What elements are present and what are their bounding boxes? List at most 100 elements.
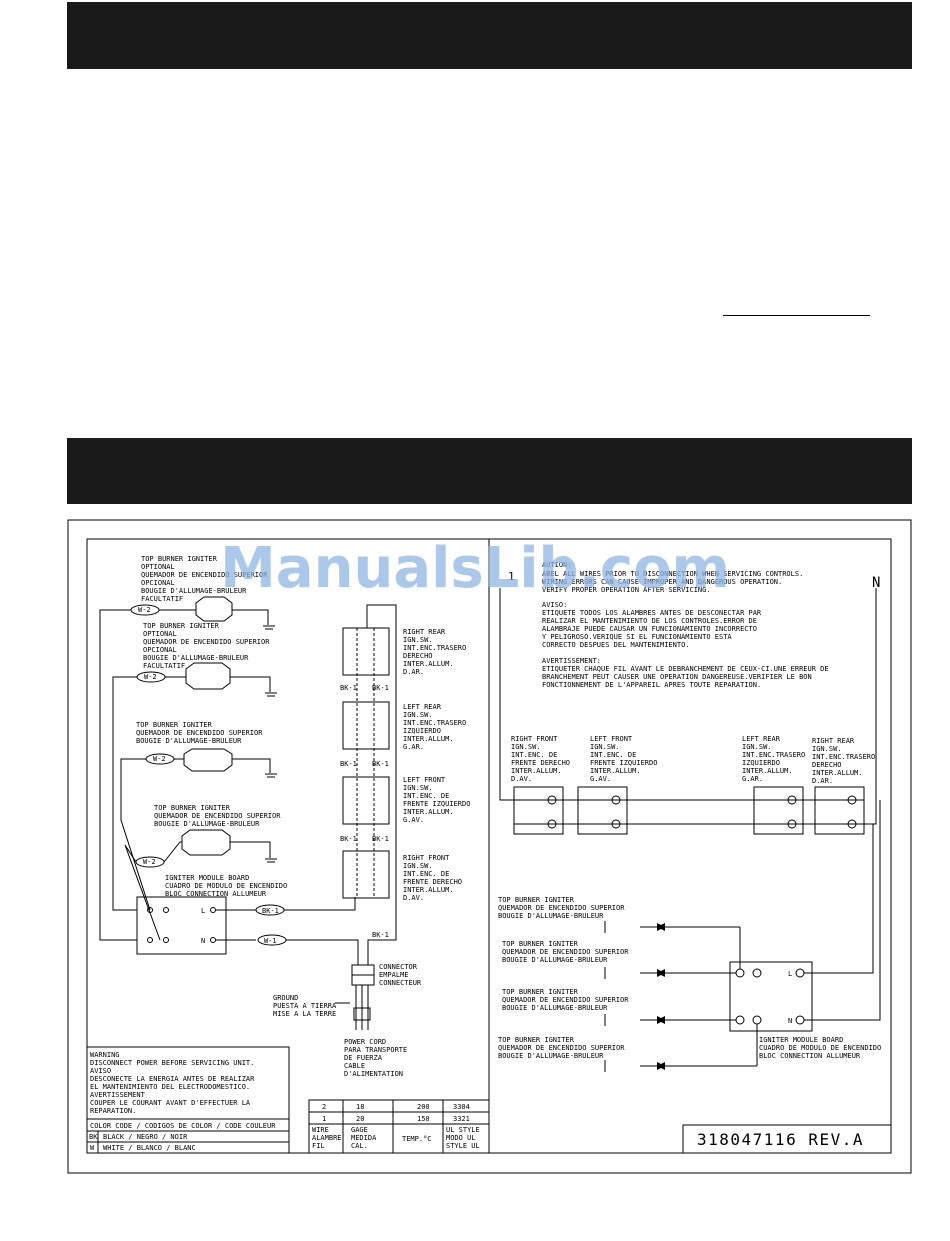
wt-h-gage-0: GAGE [351, 1126, 368, 1134]
label-opt-1-3: OPCIONAL [141, 579, 175, 587]
label-opt-1-4: BOUGIE D'ALLUMAGE-BRULEUR [141, 587, 247, 595]
caution-fr-3: FONCTIONNEMENT DE L'APPAREIL APRES TOUTE… [542, 681, 761, 689]
sw-right-rear-4: INTER.ALLUM. [403, 660, 454, 668]
sw-right-front-2: INT.ENC. DE [403, 870, 449, 878]
r-ign-4-1: QUEMADOR DE ENCENDIDO SUPERIOR [498, 1044, 625, 1052]
wire-spec-table [308, 1099, 490, 1154]
r-sw-lf-5: G.AV. [590, 775, 611, 783]
r-ign-1-0: TOP BURNER IGNITER [498, 896, 575, 904]
r-sw-lr-5: G.AR. [742, 775, 763, 783]
caution-es-5: CORRECTO DESPUES DEL MANTENIMIENTO. [542, 641, 690, 649]
sw-left-rear-4: INTER.ALLUM. [403, 735, 454, 743]
outer-frame [67, 519, 912, 1174]
label-opt-2-4: BOUGIE D'ALLUMAGE-BRULEUR [143, 654, 249, 662]
r-sw-rf-0: RIGHT FRONT [511, 735, 558, 743]
warning-6: COUPER LE COURANT AVANT D'EFFECTUER LA [90, 1099, 251, 1107]
left-module-board [136, 896, 227, 955]
r-sw-lf-1: IGN.SW. [590, 743, 620, 751]
caution-es-3: ALAMBRAJE PUEDE CAUSAR UN FUNCIONAMIENTO… [542, 625, 757, 633]
underline-mark [723, 315, 870, 316]
warning-4: EL MANTENIMIENTO DEL ELECTRODOMESTICO. [90, 1083, 250, 1091]
color-code-bk: BK [89, 1133, 98, 1141]
sw-right-front-4: INTER.ALLUM. [403, 886, 454, 894]
wire-label-w1-module: W-1 [264, 937, 277, 945]
r-sw-rf-5: D.AV. [511, 775, 532, 783]
warning-3: DESCONECTE LA ENERGIA ANTES DE REALIZAR [90, 1075, 255, 1083]
wt-h-gage-2: CAL. [351, 1142, 368, 1150]
wire-label-bk1-g: BK-1 [372, 931, 389, 939]
header-bar-top [67, 2, 912, 69]
wt-h-wire-2: FIL [312, 1142, 325, 1150]
sw-right-front-1: IGN.SW. [403, 862, 433, 870]
r-ign-4-2: BOUGIE D'ALLUMAGE-BRULEUR [498, 1052, 604, 1060]
r-sw-lf-4: INTER.ALLUM. [590, 767, 641, 775]
r-ign-2-2: BOUGIE D'ALLUMAGE-BRULEUR [502, 956, 608, 964]
r-sw-rr-0: RIGHT REAR [812, 737, 855, 745]
caution-en-1: ABEL ALL WIRES PRIOR TO DISCONNECTION WH… [542, 570, 803, 578]
wire-label-bk1-f: BK-1 [372, 835, 389, 843]
r-ign-1-2: BOUGIE D'ALLUMAGE-BRULEUR [498, 912, 604, 920]
label-opt-2-0: TOP BURNER IGNITER [143, 622, 220, 630]
label-opt-2-3: OPCIONAL [143, 646, 177, 654]
caution-es-2: REALIZAR EL MANTENIMIENTO DE LOS CONTROL… [542, 617, 757, 625]
sw-left-rear-5: G.AR. [403, 743, 424, 751]
aviso-title: AVISO: [542, 601, 567, 609]
r-sw-lf-0: LEFT FRONT [590, 735, 633, 743]
igniter-opt-2 [185, 662, 231, 690]
right-module-board [729, 961, 813, 1032]
r-module-1: CUADRO DE MODULO DE ENCENDIDO [759, 1044, 881, 1052]
wt-h-temp: TEMP.°C [402, 1135, 432, 1143]
line-n-label: N [872, 575, 880, 591]
r-ign-3-2: BOUGIE D'ALLUMAGE-BRULEUR [502, 1004, 608, 1012]
color-code-w: W [90, 1144, 95, 1152]
wire-label-bk1-module: BK-1 [262, 907, 279, 915]
left-module-L: L [201, 907, 205, 915]
wire-label-w2-3: W-2 [153, 755, 166, 763]
wire-label-bk1-a: BK-1 [340, 684, 357, 692]
wire-label-bk1-e: BK-1 [340, 835, 357, 843]
sw-left-front-5: G.AV. [403, 816, 424, 824]
wt-r2-c2: 20 [356, 1115, 364, 1123]
color-code-w-text: WHITE / BLANCO / BLANC [103, 1144, 196, 1152]
caution-en-2: WIRING ERRORS CAN CAUSE IMPROPER AND DAN… [542, 578, 782, 586]
warning-2: AVISO [90, 1067, 111, 1075]
label-opt-2-1: OPTIONAL [143, 630, 177, 638]
wt-r1-c4: 3304 [453, 1103, 470, 1111]
ground-0: GROUND [273, 994, 298, 1002]
label-opt-1-2: QUEMADOR DE ENCENDIDO SUPERIOR [141, 571, 268, 579]
sw-right-rear-3: DERECHO [403, 652, 433, 660]
wt-r1-c1: 2 [322, 1103, 326, 1111]
avert-title: AVERTISSEMENT: [542, 657, 601, 665]
left-module-1: CUADRO DE MODULO DE ENCENDIDO [165, 882, 287, 890]
wire-label-w2-4: W-2 [143, 858, 156, 866]
wire-label-bk1-b: BK-1 [372, 684, 389, 692]
r-sw-lr-2: INT.ENC.TRASERO [742, 751, 805, 759]
r-sw-lr-1: IGN.SW. [742, 743, 772, 751]
label-ign-4-0: TOP BURNER IGNITER [154, 804, 231, 812]
caution-title: AUTION: [542, 561, 572, 569]
wt-r1-c2: 18 [356, 1103, 364, 1111]
sw-left-front-1: IGN.SW. [403, 784, 433, 792]
sw-right-rear-1: IGN.SW. [403, 636, 433, 644]
wt-h-ul-1: MODO UL [446, 1134, 476, 1142]
sw-left-front-3: FRENTE IZQUIERDO [403, 800, 470, 808]
wt-r2-c4: 3321 [453, 1115, 470, 1123]
r-sw-rr-2: INT.ENC.TRASERO [812, 753, 875, 761]
cord-0: POWER CORD [344, 1038, 386, 1046]
label-opt-2-5: FACULTATIF [143, 662, 185, 670]
r-sw-rr-1: IGN.SW. [812, 745, 842, 753]
r-sw-lr-3: IZQUIERDO [742, 759, 780, 767]
label-opt-1-0: TOP BURNER IGNITER [141, 555, 218, 563]
wt-h-gage-1: MEDIDA [351, 1134, 377, 1142]
wt-r2-c3: 150 [417, 1115, 430, 1123]
color-code-header: COLOR CODE / CODIGOS DE COLOR / CODE COU… [90, 1122, 276, 1130]
label-opt-1-1: OPTIONAL [141, 563, 175, 571]
ground-2: MISE A LA TERRE [273, 1010, 336, 1018]
wt-r2-c1: 1 [322, 1115, 326, 1123]
label-ign-3-0: TOP BURNER IGNITER [136, 721, 213, 729]
line-1-label: 1 [508, 570, 515, 583]
header-bar-middle [67, 438, 912, 504]
warning-7: REPARATION. [90, 1107, 136, 1115]
wire-label-bk1-d: BK-1 [372, 760, 389, 768]
igniter-3 [183, 748, 233, 772]
